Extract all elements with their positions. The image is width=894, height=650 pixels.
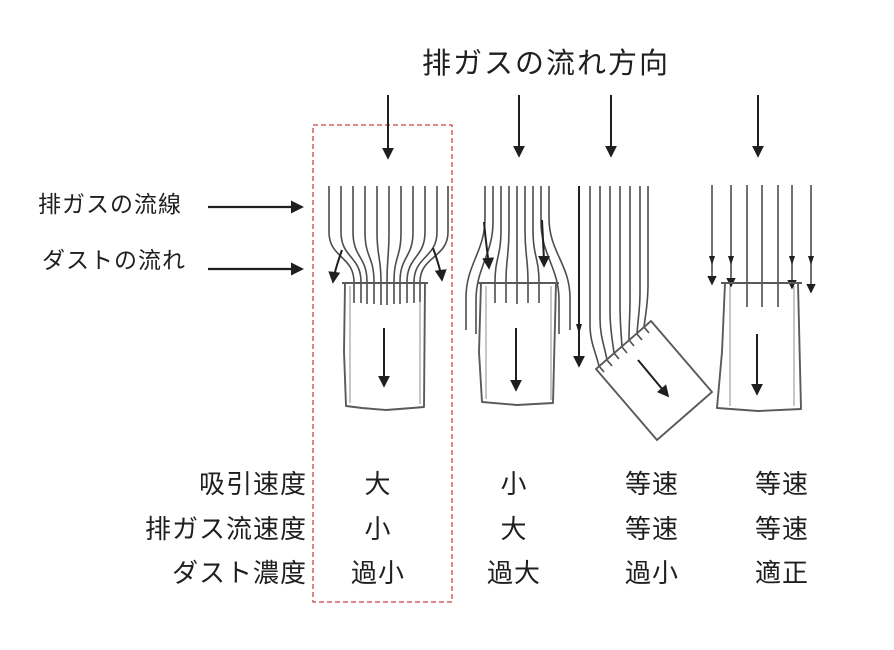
cell-suction-3: 等速	[624, 470, 680, 499]
legend-dust-flow-label: ダストの流れ	[42, 248, 186, 273]
probe-3-misaligned	[573, 95, 713, 441]
probe-body	[342, 282, 428, 411]
probe-body	[716, 282, 802, 412]
row-label-gas-velocity: 排ガス流速度	[144, 515, 307, 544]
cell-suction-2: 小	[500, 470, 528, 499]
cell-gasvel-3: 等速	[624, 515, 680, 544]
probe-body	[477, 282, 559, 406]
page-title: 排ガスの流れ方向	[421, 48, 671, 80]
cell-gasvel-2: 大	[500, 515, 528, 544]
highlight-box	[312, 124, 453, 603]
dust-arrow-right	[432, 247, 447, 282]
dust-bypass-mid-arrowhead	[576, 324, 582, 334]
dust-arrow-left	[328, 249, 343, 284]
cell-dust-3: 過小	[624, 559, 680, 588]
cell-suction-1: 大	[364, 470, 392, 499]
cell-dust-4: 適正	[754, 559, 810, 588]
probe-2-low-suction	[465, 95, 571, 406]
cell-gasvel-4: 等速	[754, 515, 810, 544]
probe-1-high-suction	[328, 95, 449, 411]
legend-gas-streamline-label: 排ガスの流線	[38, 192, 182, 217]
streamlines-bending	[589, 186, 650, 373]
cell-dust-1: 過小	[350, 559, 406, 588]
probe-body	[595, 320, 713, 441]
legend-arrows	[208, 200, 304, 276]
probe-4-isokinetic	[707, 95, 816, 412]
row-label-suction-velocity: 吸引速度	[198, 470, 307, 499]
dust-arrow-left	[482, 221, 495, 270]
cell-dust-2: 過大	[486, 559, 542, 588]
sample-flow-arrow	[637, 359, 670, 398]
streamlines-converging	[328, 186, 449, 305]
streamline-mid-arrowheads	[709, 256, 814, 265]
cell-suction-4: 等速	[754, 470, 810, 499]
cell-gasvel-1: 小	[364, 515, 392, 544]
dust-arrow-right	[537, 219, 550, 268]
streamlines-straight	[707, 185, 816, 307]
row-label-dust-concentration: ダスト濃度	[171, 559, 307, 588]
